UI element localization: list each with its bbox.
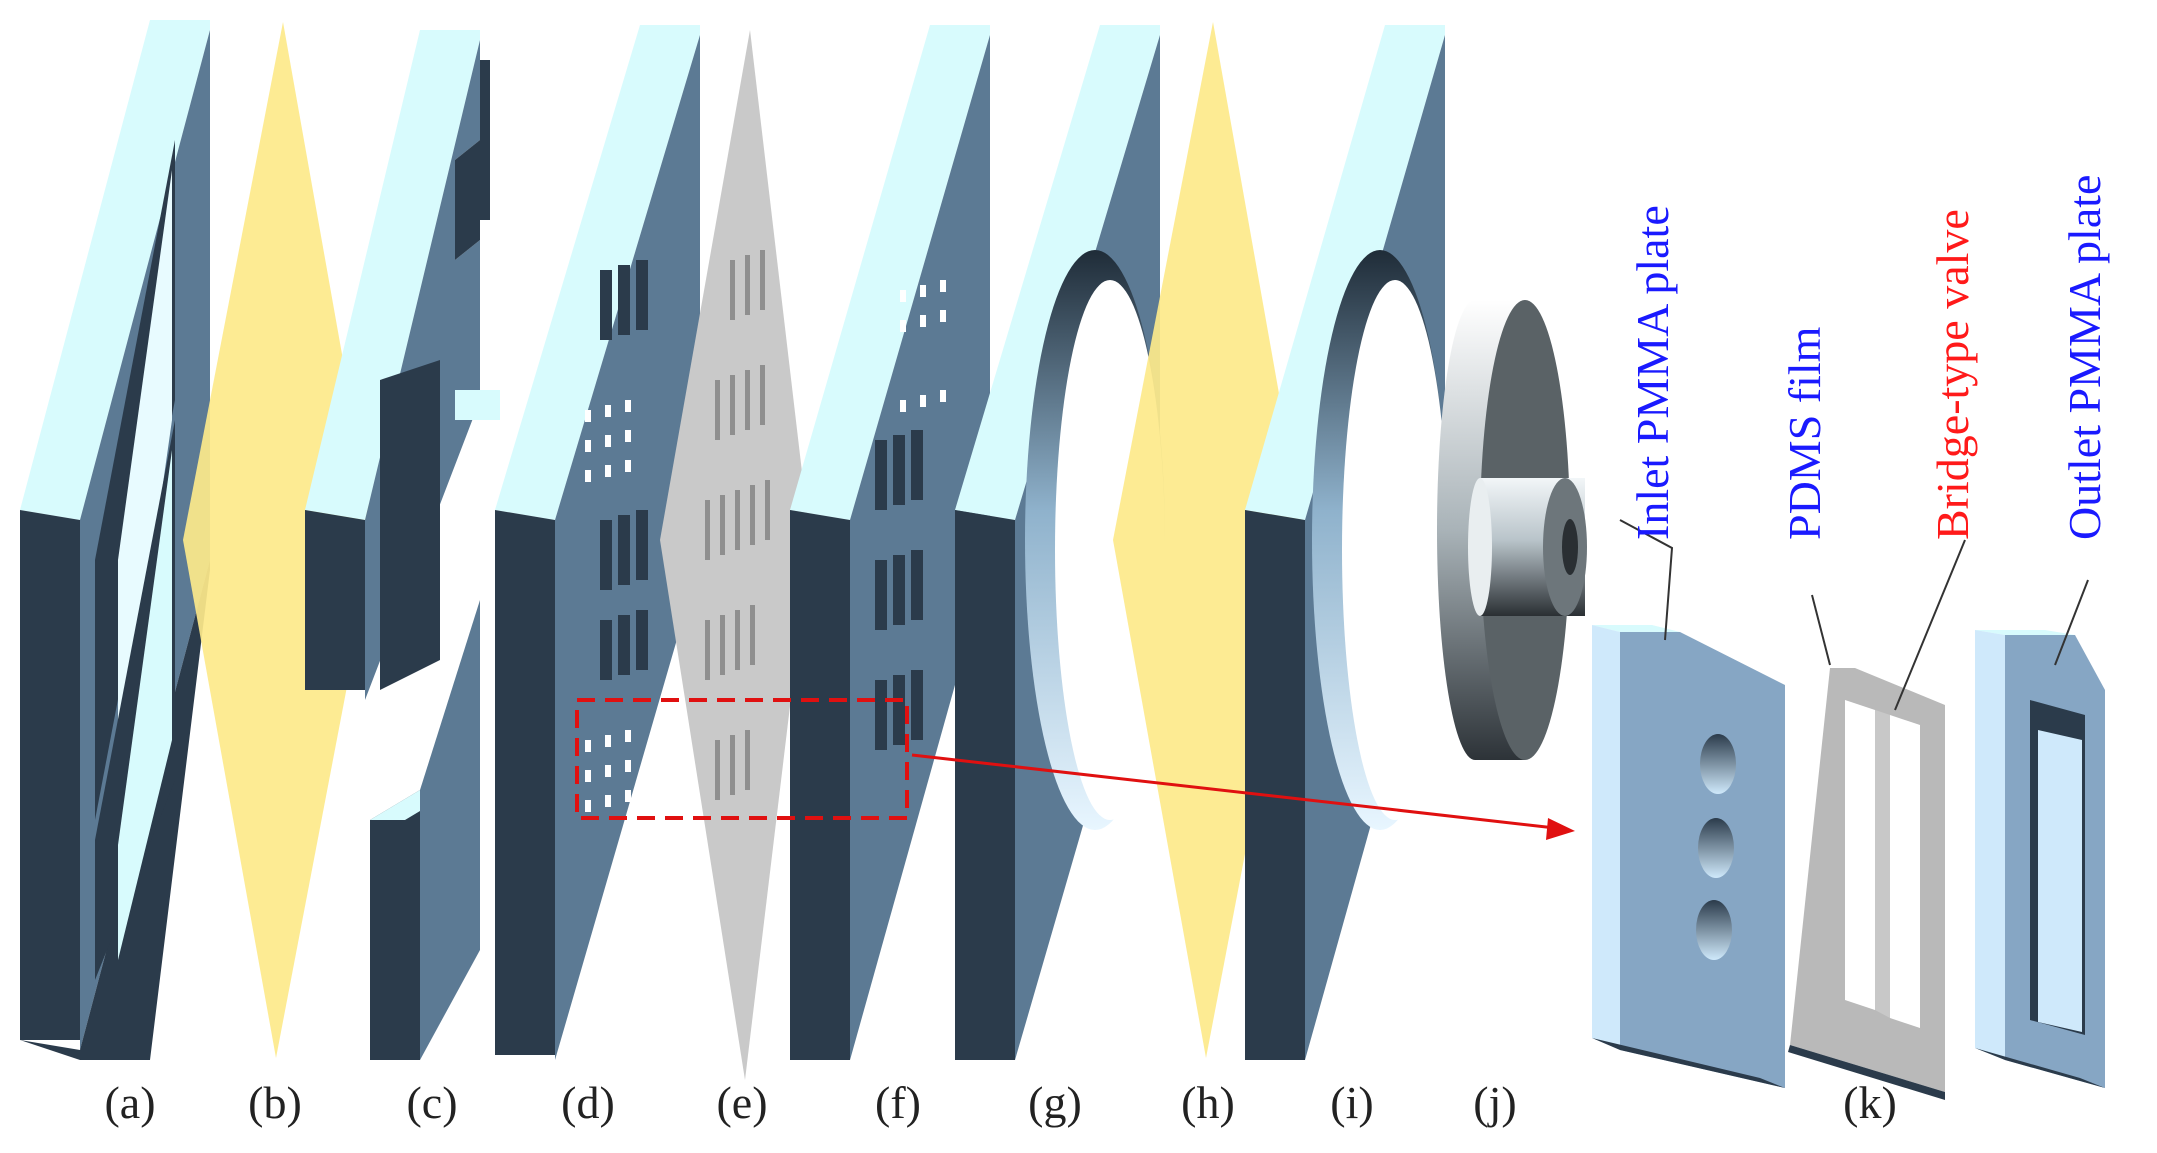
- pdms-film: [1788, 668, 1945, 1100]
- label-a: (a): [104, 1077, 155, 1128]
- label-b: (b): [248, 1077, 302, 1128]
- label-f: (f): [875, 1077, 921, 1128]
- callout-pdms-film: PDMS film: [1779, 326, 1830, 540]
- film-h: [1113, 22, 1305, 1058]
- outlet-pmma-plate: [1975, 630, 2105, 1088]
- zoom-arrow-head: [1546, 818, 1575, 840]
- film-e: [660, 30, 810, 1080]
- slot-grid-d: [600, 260, 648, 680]
- hole-grid-f: [900, 280, 946, 412]
- slot-grid-f: [875, 430, 923, 750]
- plate-a: [20, 20, 210, 1060]
- callout-inlet-pmma-plate: Inlet PMMA plate: [1627, 205, 1678, 540]
- label-j: (j): [1473, 1077, 1516, 1128]
- outlet-connector-j: [1437, 300, 1587, 760]
- callout-bridge-type-valve: Bridge-type valve: [1927, 209, 1978, 540]
- valve-slot-grid-e: [705, 250, 770, 800]
- plate-f: [790, 25, 990, 1060]
- zoom-arrow-line: [911, 753, 1556, 830]
- inlet-pmma-plate: [1592, 625, 1785, 1088]
- callout-leaders: [1619, 519, 2089, 711]
- label-e: (e): [716, 1077, 767, 1128]
- label-i: (i): [1330, 1077, 1373, 1128]
- plate-c: [305, 30, 500, 1060]
- plate-i: [1245, 25, 1448, 1060]
- label-c: (c): [406, 1077, 457, 1128]
- label-k: (k): [1843, 1077, 1897, 1128]
- film-b: [183, 22, 375, 1058]
- label-g: (g): [1028, 1077, 1082, 1128]
- plate-d: [495, 25, 700, 1060]
- label-h: (h): [1181, 1077, 1235, 1128]
- label-d: (d): [561, 1077, 615, 1128]
- callout-outlet-pmma-plate: Outlet PMMA plate: [2059, 175, 2110, 540]
- hole-grid-d: [585, 400, 631, 812]
